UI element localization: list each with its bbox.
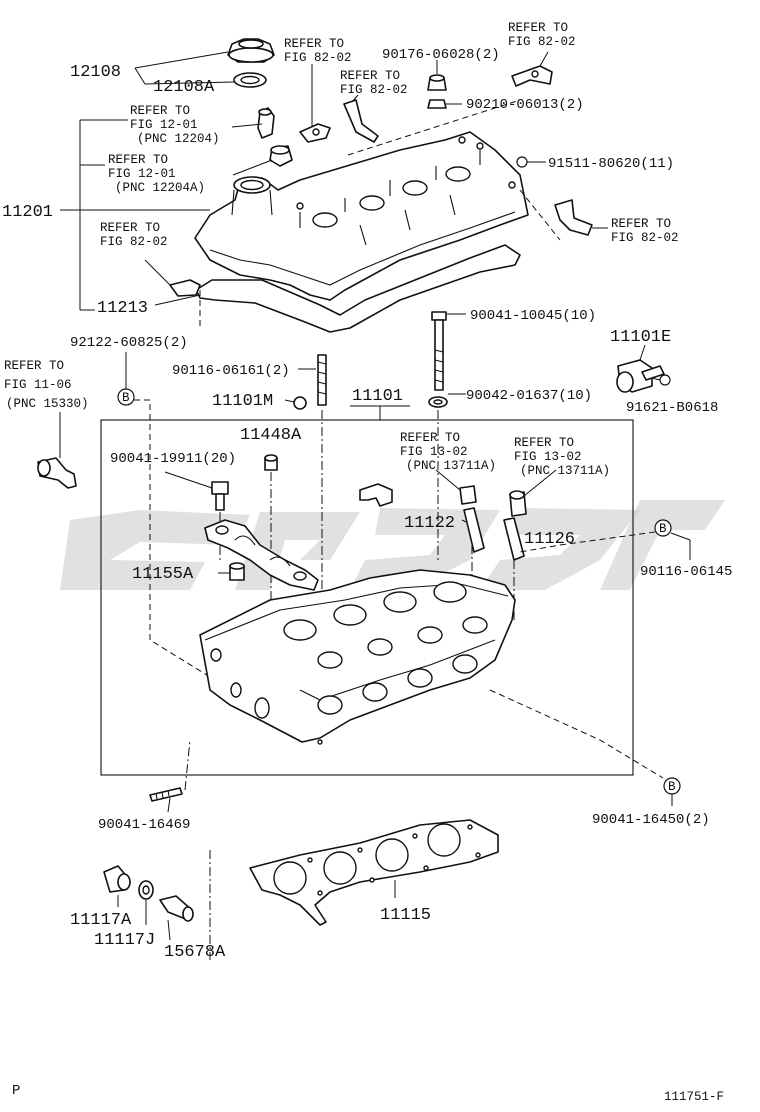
label-11155a: 11155A <box>132 565 194 584</box>
label-91511-80620: 91511-80620(11) <box>548 156 674 172</box>
cylinder-head-11101 <box>199 569 516 745</box>
plug-11448a <box>264 454 278 471</box>
label-refer-to-82-02-left-1: REFER TO <box>100 221 160 235</box>
label-refer-to-12-01-b-1: REFER TO <box>108 153 168 167</box>
label-11448a: 11448A <box>240 426 302 445</box>
label-11101e: 11101E <box>610 328 671 347</box>
label-11201: 11201 <box>2 203 53 222</box>
cap-gasket-12108A <box>233 72 267 88</box>
label-refer-to-82-02-right-2: FIG 82-02 <box>611 231 679 245</box>
pcv-valve <box>257 107 275 139</box>
label-90210-06013: 90210-06013(2) <box>466 97 584 113</box>
label-refer-to-13-02-b-2: FIG 13-02 <box>514 450 582 464</box>
bracket-right <box>554 199 593 236</box>
label-90041-10045: 90041-10045(10) <box>470 308 596 324</box>
marker-b-left-text: B <box>122 391 130 405</box>
label-90116-06161: 90116-06161(2) <box>172 363 290 379</box>
label-90041-16450: 90041-16450(2) <box>592 812 710 828</box>
label-refer-to-82-02-right-1: REFER TO <box>611 217 671 231</box>
cam-position-sensor <box>616 359 665 393</box>
label-refer-to-82-02-top-2: FIG 82-02 <box>284 51 352 65</box>
label-refer-to-11-06-2: FIG 11-06 <box>4 378 72 392</box>
head-gasket-11115 <box>249 819 499 926</box>
marker-b-right-upper <box>654 519 672 537</box>
union-11117a <box>103 865 131 893</box>
stud-90041-16469 <box>149 787 183 802</box>
marker-b-91511 <box>516 156 528 168</box>
cap-nut-90176 <box>427 74 447 91</box>
label-12108: 12108 <box>70 63 121 82</box>
washer-90042 <box>428 396 448 408</box>
bracket-left <box>169 279 201 297</box>
label-refer-to-12-01-a-1: REFER TO <box>130 104 190 118</box>
cover-gasket-11213 <box>195 244 521 333</box>
label-refer-to-13-02-a-1: REFER TO <box>400 431 460 445</box>
label-90116-06145: 90116-06145 <box>640 564 732 580</box>
wire-clamp-middle <box>343 99 379 143</box>
bearing-cap-11155a <box>204 519 319 591</box>
marker-b-right-upper-text: B <box>659 522 667 536</box>
label-refer-to-11-06-3: (PNC 15330) <box>6 397 89 411</box>
label-refer-to-82-02-tr-2: FIG 82-02 <box>508 35 576 49</box>
label-refer-to-13-02-a-3: (PNC 13711A) <box>406 459 496 473</box>
footer-figure-number: 111751-F <box>664 1090 724 1104</box>
label-11122: 11122 <box>404 514 455 533</box>
small-bearing-cap <box>359 483 393 507</box>
label-refer-to-82-02-top-1: REFER TO <box>284 37 344 51</box>
label-refer-to-82-02-left-2: FIG 82-02 <box>100 235 168 249</box>
label-90041-19911: 90041-19911(20) <box>110 451 236 467</box>
label-15678a: 15678A <box>164 943 226 962</box>
label-91621-b0618: 91621-B0618 <box>626 400 718 416</box>
oil-filler-cap-12108 <box>227 38 275 63</box>
label-refer-to-13-02-b-3: (PNC 13711A) <box>520 464 610 478</box>
valve-guide-11122 <box>459 485 485 553</box>
label-11126: 11126 <box>524 530 575 549</box>
label-refer-to-12-01-b-3: (PNC 12204A) <box>115 181 205 195</box>
label-12108a: 12108A <box>153 78 215 97</box>
label-refer-to-82-02-mid-2: FIG 82-02 <box>340 83 408 97</box>
gasket-11117j <box>138 880 154 900</box>
marker-b-right-lower-text: B <box>668 780 676 794</box>
label-90176-06028: 90176-06028(2) <box>382 47 500 63</box>
label-refer-to-82-02-tr-1: REFER TO <box>508 21 568 35</box>
label-90042-01637: 90042-01637(10) <box>466 388 592 404</box>
wire-clamp-top-left <box>299 123 331 143</box>
label-refer-to-13-02-a-2: FIG 13-02 <box>400 445 468 459</box>
label-11115: 11115 <box>380 906 431 925</box>
seal-washer-90210 <box>427 99 447 109</box>
label-refer-to-12-01-a-2: FIG 12-01 <box>130 118 198 132</box>
label-refer-to-13-02-b-1: REFER TO <box>514 436 574 450</box>
label-11117a: 11117A <box>70 911 132 930</box>
plug-15678a <box>159 895 194 922</box>
cylinder-head-group-frame <box>100 419 634 776</box>
label-11117j: 11117J <box>94 931 155 950</box>
label-11101m: 11101M <box>212 392 273 411</box>
label-refer-to-82-02-mid-1: REFER TO <box>340 69 400 83</box>
footer-left: P <box>12 1083 20 1099</box>
label-refer-to-12-01-a-3: (PNC 12204) <box>137 132 220 146</box>
wire-clamp-top-right <box>511 65 553 87</box>
label-90041-16469: 90041-16469 <box>98 817 190 833</box>
watermark-logo <box>60 500 725 590</box>
bolt-90041-19911 <box>211 481 229 511</box>
label-11213: 11213 <box>97 299 148 318</box>
valve-guide-11126 <box>503 490 527 561</box>
sensor-fig-11-06 <box>37 457 77 489</box>
o-ring-11101m <box>293 396 307 410</box>
label-refer-to-12-01-b-2: FIG 12-01 <box>108 167 176 181</box>
label-92122-60825: 92122-60825(2) <box>70 335 188 351</box>
stud-bolt-90116-06161 <box>317 354 327 406</box>
label-11101: 11101 <box>352 387 403 406</box>
pcv-grommet <box>269 145 293 167</box>
knock-pin-11155a <box>229 562 245 581</box>
cylinder-head-cover-11201 <box>194 131 529 301</box>
head-bolt-90041-10045 <box>431 311 447 391</box>
label-refer-to-11-06-1: REFER TO <box>4 359 64 373</box>
